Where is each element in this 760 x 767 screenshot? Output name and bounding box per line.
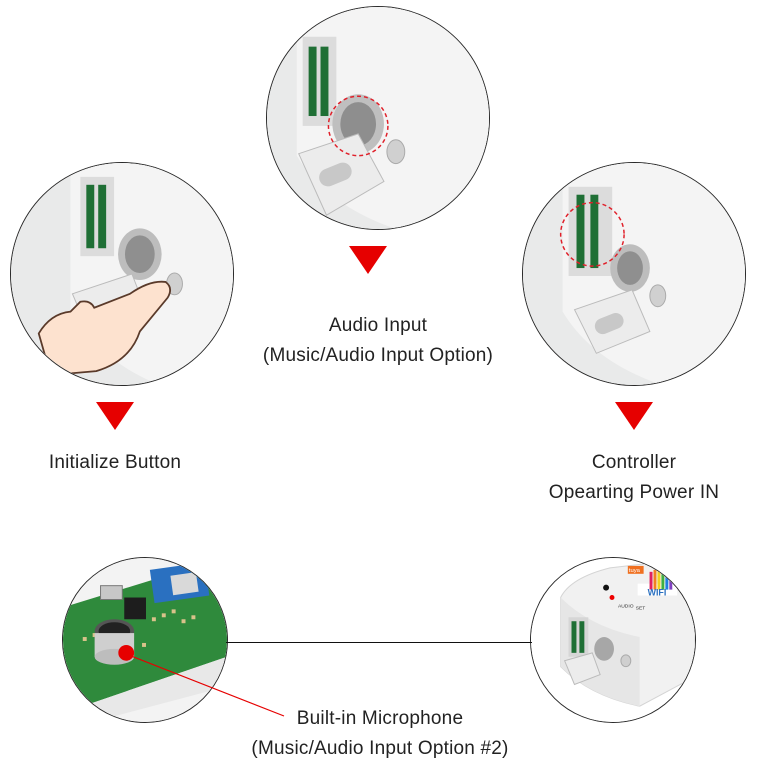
microphone-closeup: [62, 557, 228, 723]
initialize-button-label: Initialize Button: [2, 448, 228, 478]
microphone-label: Built-in Microphone (Music/Audio Input O…: [220, 704, 540, 764]
controller-power-closeup: [522, 162, 746, 386]
pcb-illustration: [63, 558, 227, 722]
audio-input-label: Audio Input (Music/Audio Input Option): [218, 311, 538, 371]
microphone-title: Built-in Microphone: [296, 708, 464, 729]
controller-power-arrow: [615, 402, 653, 430]
initialize-button-arrow: [96, 402, 134, 430]
audio-input-subtitle: (Music/Audio Input Option): [262, 345, 494, 366]
device-overview: tuya WIFI AUDIO SET: [530, 557, 696, 723]
wifi-text: WIFI: [648, 588, 667, 598]
initialize-button-closeup: [10, 162, 234, 386]
finger-pointer-icon: [37, 280, 171, 377]
initialize-button-title: Initialize Button: [48, 452, 182, 473]
device-power-illustration: [523, 163, 745, 385]
device-side-illustration: [267, 7, 489, 229]
controller-power-subtitle: Opearting Power IN: [548, 482, 720, 503]
power-port-highlight: [559, 201, 625, 267]
audio-text: AUDIO: [618, 603, 634, 609]
device-overview-illustration: tuya WIFI AUDIO SET: [531, 558, 695, 722]
controller-power-label: Controller Opearting Power IN: [500, 448, 760, 508]
brand-text: tuya: [629, 568, 641, 574]
set-text: SET: [636, 605, 646, 611]
device-press-illustration: [11, 163, 233, 385]
controller-power-title: Controller: [591, 452, 677, 473]
audio-input-arrow: [349, 246, 387, 274]
audio-input-title: Audio Input: [328, 315, 428, 336]
audio-jack-highlight: [327, 95, 389, 157]
connector-line-horizontal: [226, 642, 532, 643]
audio-input-closeup: [266, 6, 490, 230]
microphone-marker-dot: [118, 644, 135, 661]
microphone-subtitle: (Music/Audio Input Option #2): [251, 738, 509, 759]
